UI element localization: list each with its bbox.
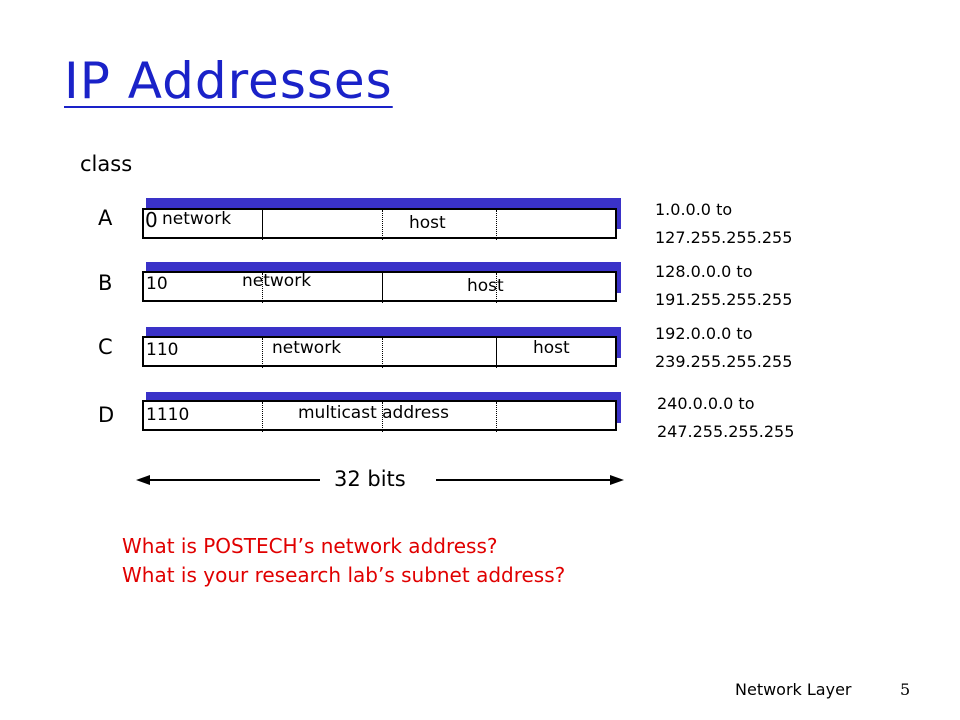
class-letter-d: D <box>98 403 115 427</box>
class-letter-c: C <box>98 335 113 359</box>
question-lab-subnet: What is your research lab’s subnet addre… <box>122 563 566 587</box>
page-number: 5 <box>900 680 911 699</box>
class-d-byte-mark <box>496 402 498 432</box>
class-heading: class <box>80 152 133 176</box>
class-b-box <box>142 271 617 303</box>
class-b-prefix: 10 <box>146 274 168 294</box>
bits-label: 32 bits <box>334 467 406 491</box>
class-a-byte-mark <box>382 210 384 240</box>
class-a-prefix: 0 <box>145 208 158 232</box>
class-a-host-field: host <box>409 213 446 233</box>
question-postech-network: What is POSTECH’s network address? <box>122 534 498 558</box>
class-c-box <box>142 336 617 368</box>
class-c-byte-mark <box>382 338 384 368</box>
class-c-host-field: host <box>533 338 570 358</box>
class-b-range-end: 191.255.255.255 <box>655 290 793 309</box>
class-a-byte-mark <box>496 210 498 240</box>
class-d-box <box>142 400 617 432</box>
class-b-divider <box>382 273 383 303</box>
class-b-range-start: 128.0.0.0 to <box>655 262 753 281</box>
class-d-range-start: 240.0.0.0 to <box>657 394 755 413</box>
class-d-multicast-field: multicast address <box>298 403 449 423</box>
class-a-network-field: network <box>162 209 232 229</box>
class-c-network-field: network <box>272 338 342 358</box>
class-a-range-end: 127.255.255.255 <box>655 228 793 247</box>
class-c-range-end: 239.255.255.255 <box>655 352 793 371</box>
class-b-network-field: network <box>242 271 312 291</box>
footer-label: Network Layer <box>735 680 852 699</box>
class-letter-b: B <box>98 271 113 295</box>
class-d-byte-mark <box>382 402 384 432</box>
class-a-divider <box>262 210 263 240</box>
class-c-divider <box>496 338 497 368</box>
class-b-byte-mark <box>496 273 498 303</box>
class-b-byte-mark <box>262 273 264 303</box>
class-c-prefix: 110 <box>146 340 179 360</box>
class-letter-a: A <box>98 206 113 230</box>
class-a-box <box>142 208 617 240</box>
class-a-range-start: 1.0.0.0 to <box>655 200 733 219</box>
class-d-prefix: 1110 <box>146 405 190 425</box>
slide-title: IP Addresses <box>64 52 393 110</box>
class-c-range-start: 192.0.0.0 to <box>655 324 753 343</box>
class-c-byte-mark <box>262 338 264 368</box>
class-d-range-end: 247.255.255.255 <box>657 422 795 441</box>
class-d-byte-mark <box>262 402 264 432</box>
class-b-host-field: host <box>467 276 504 296</box>
